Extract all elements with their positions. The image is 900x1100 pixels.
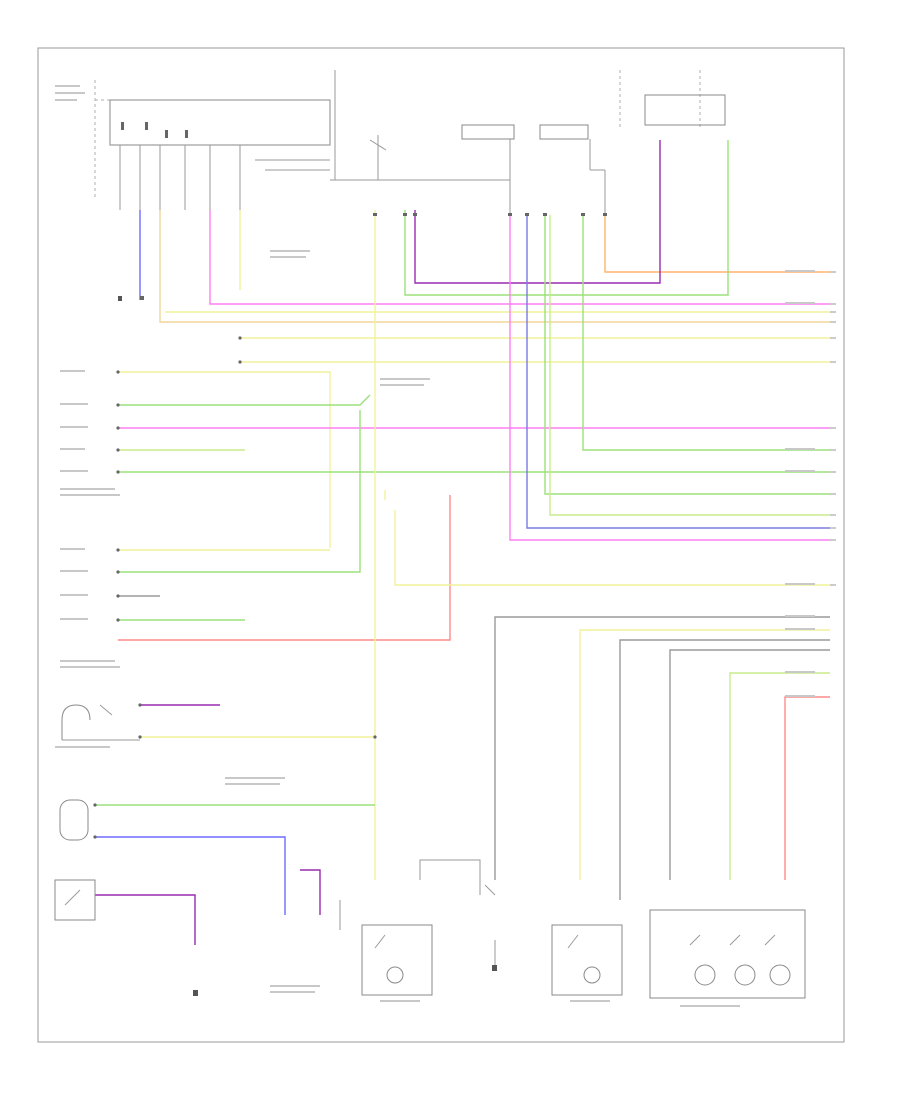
lamp-icon (386, 966, 404, 984)
fuse-block (539, 124, 589, 140)
top-wire-bundle (139, 140, 830, 363)
switch-icon (64, 889, 81, 906)
lamp-icon (769, 964, 791, 986)
switch-icon (689, 934, 776, 946)
lower-left-wires (95, 410, 375, 945)
diagram-frame (37, 47, 845, 1043)
right-terminals (830, 271, 836, 586)
glovebox-lamp (61, 704, 140, 741)
lamp-assembly-left (361, 924, 433, 996)
left-pin-labels (55, 85, 88, 620)
lamp-icon (583, 966, 601, 984)
body-control-module (94, 80, 331, 200)
lower-right-wires (419, 616, 830, 965)
lamp-assembly-rear (649, 909, 806, 999)
liftgate-switch (54, 879, 96, 921)
switch-icon (374, 934, 386, 949)
relay-icon (330, 70, 510, 181)
lamp-icon (694, 964, 716, 986)
bcm-harness (119, 139, 606, 215)
lamp-assembly-right (551, 924, 623, 996)
ground-icon (118, 296, 497, 996)
switch-icon (99, 704, 113, 716)
fuse-block (461, 124, 515, 140)
license-lamp (59, 799, 89, 841)
connector-icon (121, 122, 188, 138)
mid-wire-bundle (118, 210, 830, 880)
lamp-icon (734, 964, 756, 986)
battery-junction-box (644, 94, 726, 126)
switch-icon (567, 934, 579, 949)
wire-label-marks (55, 250, 815, 1007)
connector-icon (93, 213, 607, 839)
